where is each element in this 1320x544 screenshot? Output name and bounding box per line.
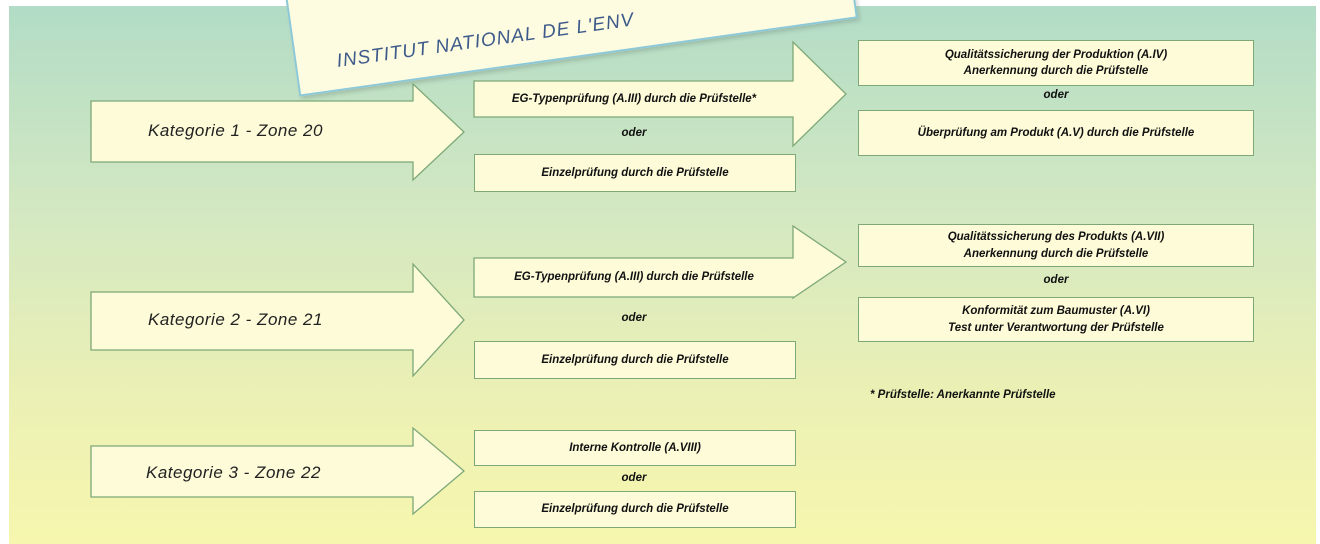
category-label-3: Kategorie 3 - Zone 22 bbox=[146, 463, 321, 482]
individual-exam-box-1: Einzelprüfung durch die Prüfstelle bbox=[474, 154, 796, 192]
type-exam-box-2: EG-Typenprüfung (A.III) durch die Prüfst… bbox=[514, 271, 754, 284]
category-label-1: Kategorie 1 - Zone 20 bbox=[148, 121, 323, 140]
individual-exam-box-2: Einzelprüfung durch die Prüfstelle bbox=[474, 341, 796, 379]
quality-product-box: Qualitätssicherung des Produkts (A.VII) … bbox=[858, 224, 1254, 267]
footnote: * Prüfstelle: Anerkannte Prüfstelle bbox=[870, 389, 1056, 401]
or-label-2: oder bbox=[1043, 89, 1069, 101]
or-label-3: oder bbox=[621, 312, 647, 324]
individual-exam-box-3: Einzelprüfung durch die Prüfstelle bbox=[474, 491, 796, 528]
or-label-4: oder bbox=[1043, 274, 1069, 286]
or-label-5: oder bbox=[621, 472, 647, 484]
type-exam-label-1: EG-Typenprüfung (A.III) durch die Prüfst… bbox=[511, 92, 757, 105]
quality-production-box: Qualitätssicherung der Produktion (A.IV)… bbox=[858, 40, 1254, 86]
type-exam-arrow-2 bbox=[473, 224, 848, 300]
or-label-1: oder bbox=[621, 127, 647, 139]
category-arrow-1 bbox=[90, 82, 465, 182]
internal-control-box: Interne Kontrolle (A.VIII) bbox=[474, 430, 796, 466]
product-check-box: Überprüfung am Produkt (A.V) durch die P… bbox=[858, 110, 1254, 156]
category-arrow-3 bbox=[90, 426, 466, 516]
type-exam-arrow-1 bbox=[473, 40, 847, 148]
category-arrow-2 bbox=[90, 262, 465, 378]
category-label-2: Kategorie 2 - Zone 21 bbox=[148, 310, 323, 329]
conformity-box: Konformität zum Baumuster (A.VI) Test un… bbox=[858, 297, 1254, 342]
type-exam-box-1: EG-Typenprüfung (A.III) durch die Prüfst… bbox=[474, 81, 794, 117]
